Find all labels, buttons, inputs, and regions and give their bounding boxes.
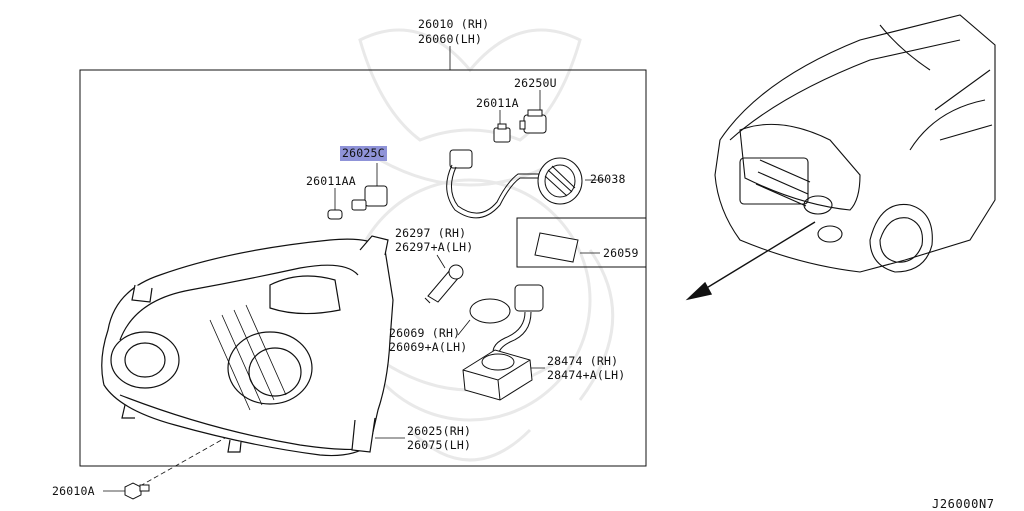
label-side-bulb: 26011A (476, 96, 519, 110)
mounting-screw (124, 482, 150, 500)
label-housing-rh: 26010 (RH) (418, 17, 490, 31)
warning-sticker (534, 232, 579, 263)
label-seal-rh: 26069 (RH) (389, 326, 461, 340)
screw-guide-line (139, 437, 226, 487)
label-screw: 26010A (52, 484, 95, 498)
bulb-socket (519, 109, 547, 134)
label-ballast-lh: 28474+A(LH) (547, 368, 626, 382)
diagram-id: J26000N7 (932, 497, 995, 511)
label-sticker: 26059 (603, 246, 639, 260)
label-small-bulb: 26011AA (306, 174, 356, 188)
label-bracket-rh: 26025(RH) (407, 424, 472, 438)
label-xenon-lh: 26297+A(LH) (395, 240, 474, 254)
label-socket: 26250U (514, 76, 557, 90)
label-seal-lh: 26069+A(LH) (389, 340, 468, 354)
location-arrow (685, 221, 816, 301)
label-bracket-lh: 26075(LH) (407, 438, 472, 452)
label-housing-lh: 26060(LH) (418, 32, 483, 46)
headlamp-assembly (101, 235, 394, 457)
vehicle-sketch (714, 14, 996, 273)
label-rear-cap: 26038 (590, 172, 626, 186)
small-bulb (327, 209, 343, 220)
igniter-cable (492, 284, 544, 363)
xenon-bulb (424, 264, 464, 304)
ballast-unit (462, 349, 533, 401)
label-highlighted-part[interactable]: 26025C (340, 146, 387, 161)
rear-cap (537, 157, 583, 205)
seal-ring (469, 298, 511, 324)
small-bulb-socket (351, 185, 388, 211)
wiring-harness (446, 149, 545, 219)
sticker-frame (516, 217, 647, 268)
label-ballast-rh: 28474 (RH) (547, 354, 619, 368)
label-xenon-rh: 26297 (RH) (395, 226, 467, 240)
side-bulb (493, 123, 511, 143)
